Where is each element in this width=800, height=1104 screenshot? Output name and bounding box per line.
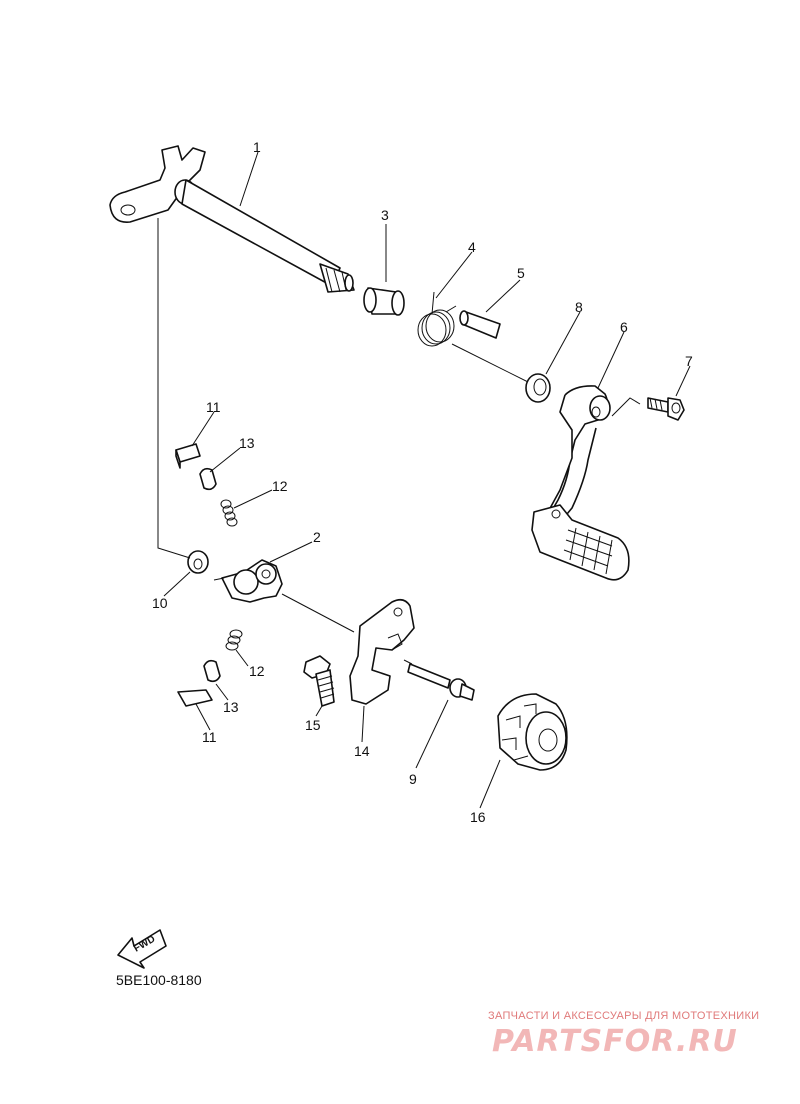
fwd-arrow-icon: FWD	[117, 929, 167, 969]
callout-3: 3	[381, 207, 389, 223]
watermark-logo: PARTSFOR.RU	[492, 1024, 738, 1059]
part-11-lower-block	[177, 689, 213, 707]
part-13-lower-cap	[203, 659, 221, 683]
callout-4: 4	[468, 239, 476, 255]
part-2-segment	[213, 559, 283, 603]
part-7-bolt	[647, 397, 685, 421]
assembly-lines	[157, 218, 641, 665]
part-9-shaft-bolt	[407, 663, 475, 701]
part-12-lower-spring	[225, 629, 243, 651]
callout-7: 7	[685, 353, 693, 369]
callout-8: 8	[575, 299, 583, 315]
callout-15: 15	[305, 717, 321, 733]
callout-10: 10	[152, 595, 168, 611]
watermark-tagline: ЗАПЧАСТИ И АКСЕССУАРЫ ДЛЯ МОТОТЕХНИКИ	[488, 1010, 760, 1022]
part-1-shift-shaft	[109, 145, 355, 293]
callout-12-upper: 12	[272, 478, 288, 494]
callout-labels: 1 2 3 4 5 6 7 8 9 10 11 11 12 12 13 13 1…	[152, 139, 693, 825]
callout-13-upper: 13	[239, 435, 255, 451]
part-13-upper-cap	[199, 467, 217, 491]
callout-1: 1	[253, 139, 261, 155]
part-3-collar	[363, 287, 405, 316]
part-16-drum-segment	[497, 693, 568, 771]
callout-2: 2	[313, 529, 321, 545]
callout-16: 16	[470, 809, 486, 825]
part-code: 5BE100-8180	[116, 972, 202, 988]
part-4-spring	[417, 291, 457, 347]
leader-lines	[163, 151, 691, 809]
callout-6: 6	[620, 319, 628, 335]
callout-11-upper: 11	[206, 399, 221, 415]
part-15-bolt	[303, 655, 335, 707]
callout-14: 14	[354, 743, 370, 759]
part-11-upper-block	[175, 443, 201, 469]
callout-11-lower: 11	[202, 729, 217, 745]
part-14-lever-plate	[349, 598, 415, 705]
callout-13-lower: 13	[223, 699, 239, 715]
part-6-shift-pedal	[531, 385, 630, 581]
part-8-oil-seal	[525, 373, 551, 403]
part-5-pin	[459, 310, 501, 339]
part-10-washer	[187, 550, 209, 574]
callout-5: 5	[517, 265, 525, 281]
part-12-upper-spring	[220, 499, 238, 527]
callout-12-lower: 12	[249, 663, 265, 679]
callout-9: 9	[409, 771, 417, 787]
